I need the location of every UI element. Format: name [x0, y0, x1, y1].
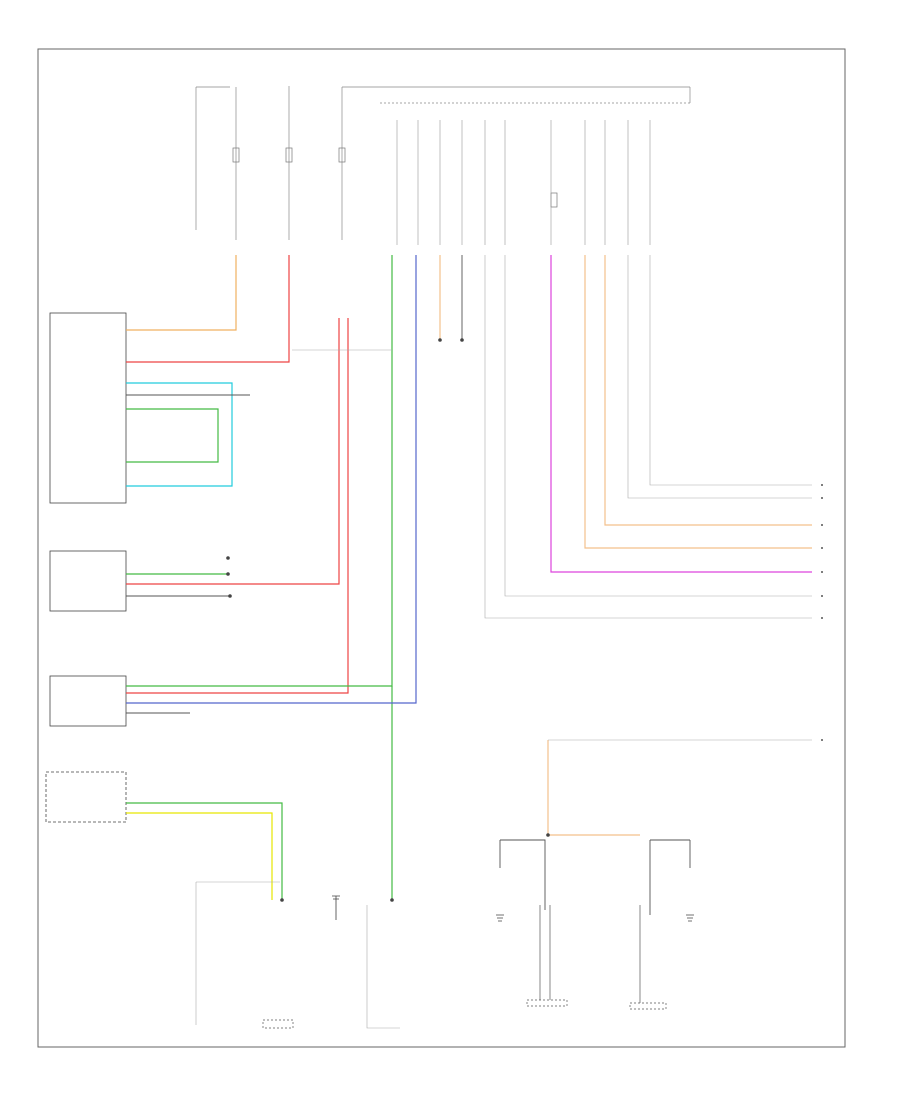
- wire-red: [126, 318, 349, 694]
- ground-symbols: [332, 895, 694, 922]
- wire-cyan: [126, 382, 233, 487]
- module-pin-stubs: [396, 120, 651, 245]
- gray-wires: [195, 255, 812, 1029]
- fuse-symbols: [232, 147, 558, 208]
- wire-red: [126, 318, 340, 585]
- connector-box: [262, 1019, 294, 1029]
- right-terminals: [821, 484, 823, 741]
- wire-orange: [584, 255, 812, 549]
- connector-box: [45, 771, 127, 823]
- ground-icon: [496, 914, 504, 922]
- ground-icon: [686, 914, 694, 922]
- wire-orange: [547, 740, 640, 836]
- diagram-frame: [37, 48, 846, 1048]
- fuse-icon: [285, 147, 293, 163]
- wire-orange: [604, 255, 812, 526]
- connector-box: [49, 312, 127, 504]
- connector-box: [526, 999, 568, 1007]
- splice-points: [226, 338, 550, 902]
- wire-green: [126, 255, 393, 687]
- colored-wires: [126, 255, 812, 900]
- wire-yellow: [126, 812, 273, 900]
- wire-blue: [126, 255, 417, 704]
- wire-green: [126, 802, 283, 900]
- left-components: [45, 312, 127, 823]
- fuse-icon: [232, 147, 240, 163]
- wire-orange: [126, 255, 237, 331]
- ground-icon: [332, 895, 340, 900]
- wire-red: [126, 255, 290, 363]
- connector-box: [629, 1002, 667, 1010]
- bottom-components: [262, 905, 667, 1029]
- wire-green: [126, 408, 219, 463]
- top-power-bus: [195, 86, 691, 240]
- fuse-icon: [338, 147, 346, 163]
- fuse-icon: [550, 192, 558, 208]
- connector-box: [49, 675, 127, 727]
- dark-wires: [126, 255, 691, 920]
- connector-box: [49, 550, 127, 612]
- wire-magenta: [550, 255, 812, 573]
